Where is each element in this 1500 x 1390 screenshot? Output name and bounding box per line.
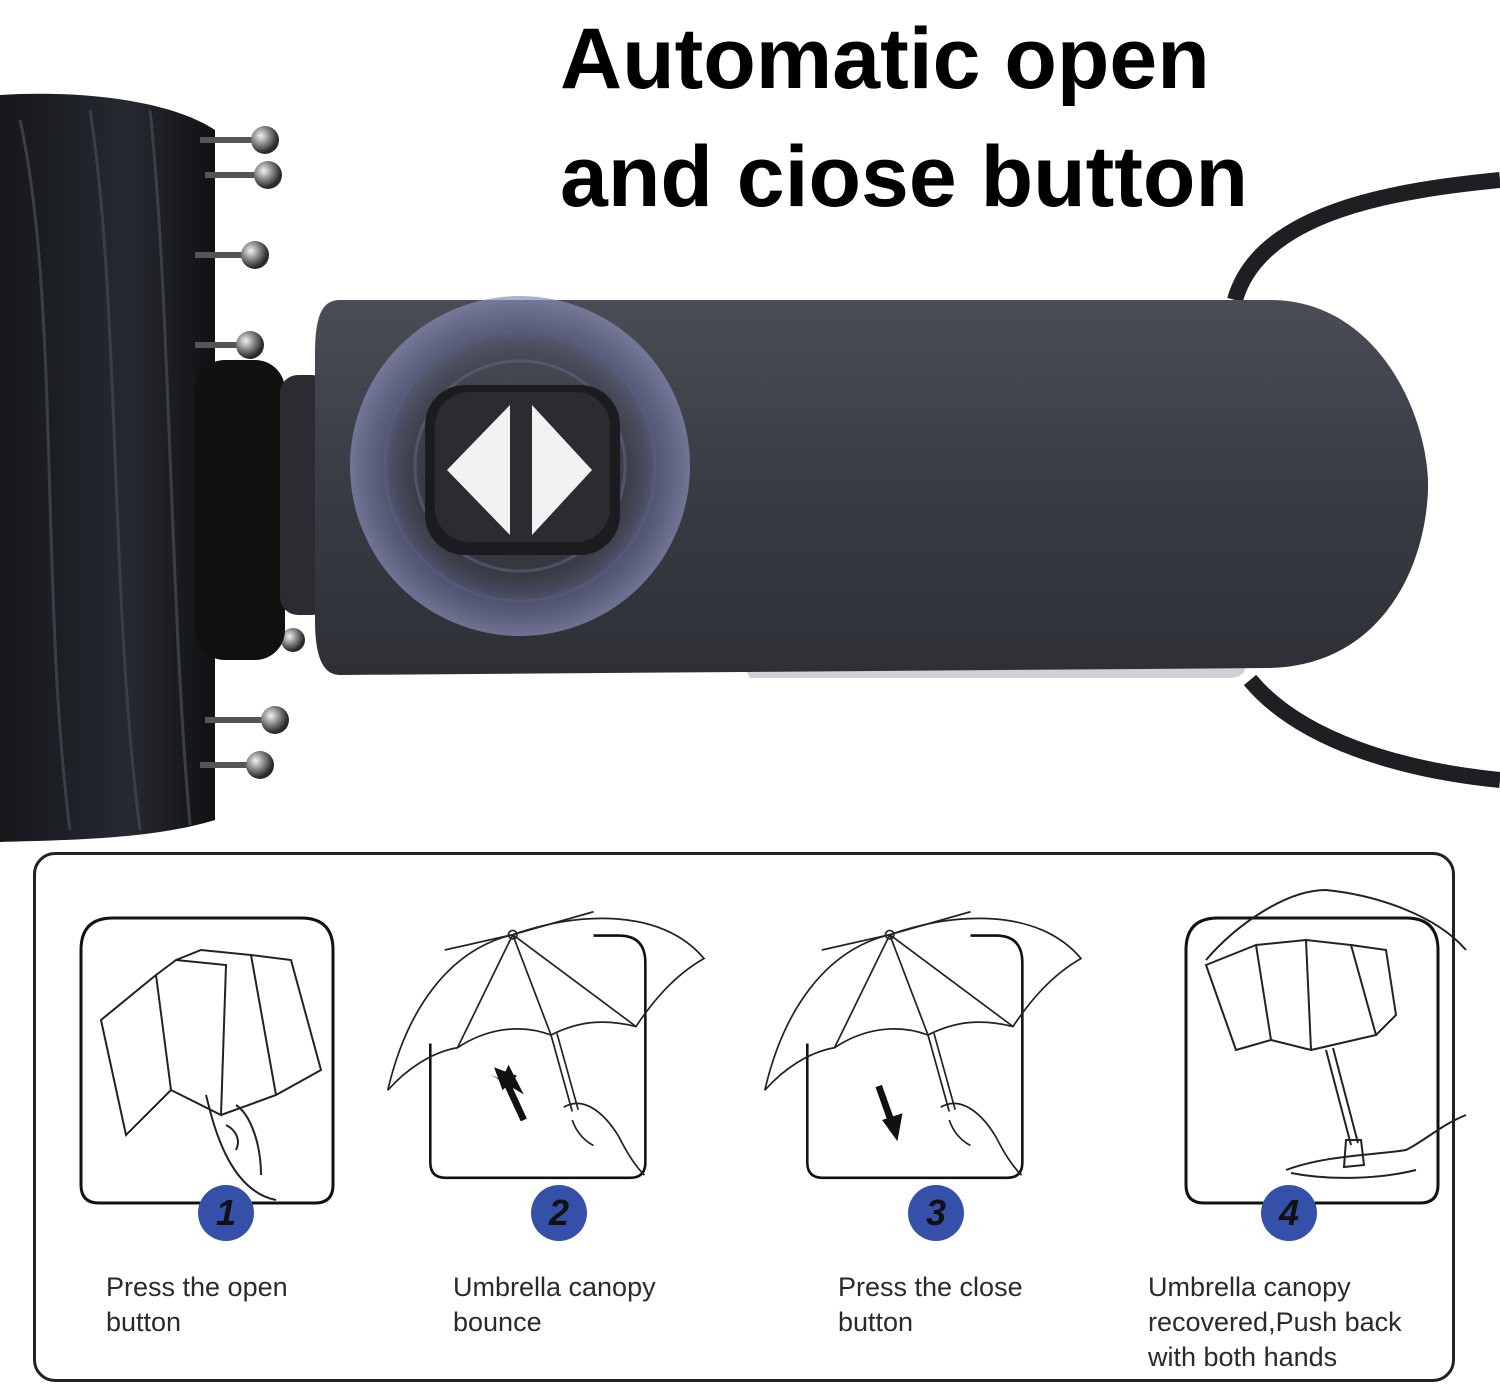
product-photo: Automatic open and ciose button <box>0 0 1500 843</box>
step-1-caption: Press the open button <box>106 1272 288 1337</box>
step-2-number-badge: 2 <box>531 1185 587 1241</box>
headline: Automatic open and ciose button <box>560 0 1460 236</box>
step-1-number-badge: 1 <box>198 1185 254 1241</box>
step-3: 3 Press the close button <box>758 855 1098 1385</box>
canopy-open-illustration <box>386 910 706 1180</box>
step-3-caption: Press the close button <box>838 1272 1023 1337</box>
step-4: 4 Umbrella canopy recovered,Push back wi… <box>1148 855 1496 1385</box>
instructions-panel: 1 Press the open button 2 U <box>33 852 1467 1385</box>
step-4-number-badge: 4 <box>1261 1185 1317 1241</box>
headline-line-2: and ciose button <box>560 129 1248 225</box>
step-3-number-badge: 3 <box>908 1185 964 1241</box>
umbrella-handle-illustration <box>0 93 1500 843</box>
step-4-caption: Umbrella canopy recovered,Push back with… <box>1148 1272 1402 1372</box>
headline-line-1: Automatic open <box>560 11 1210 107</box>
push-back-canopy-illustration <box>1184 888 1467 1205</box>
press-open-button-illustration <box>79 916 335 1205</box>
step-2-caption: Umbrella canopy bounce <box>453 1272 656 1337</box>
open-close-diamond-icon <box>447 405 592 535</box>
open-close-button[interactable] <box>425 385 620 555</box>
step-2: 2 Umbrella canopy bounce <box>381 855 721 1385</box>
press-close-button-illustration <box>763 910 1083 1180</box>
step-1: 1 Press the open button <box>76 855 416 1385</box>
